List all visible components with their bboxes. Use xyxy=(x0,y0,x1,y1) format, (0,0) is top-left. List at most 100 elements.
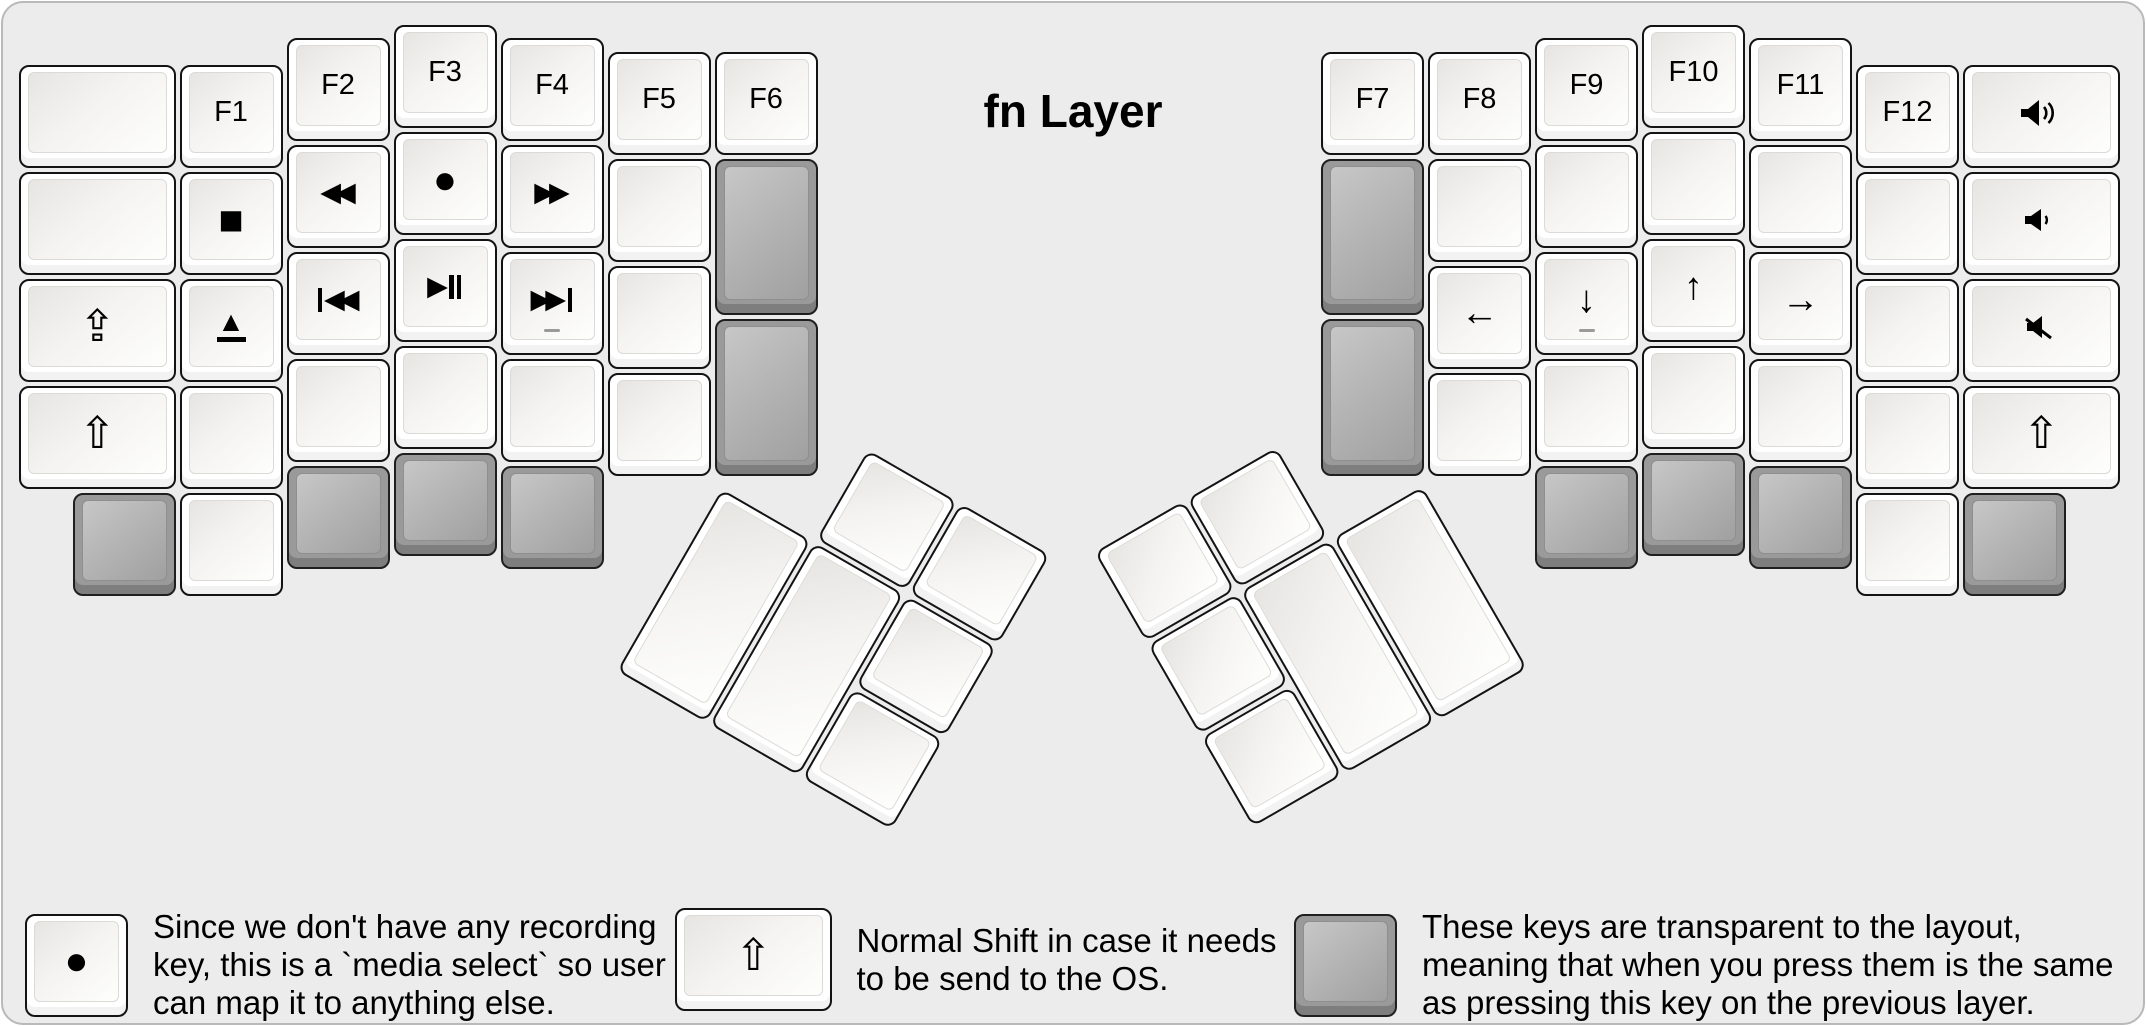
key-eject[interactable]: ▲ xyxy=(179,279,283,383)
key-f5[interactable]: F5 xyxy=(607,51,711,155)
key-shift[interactable]: ⇧ xyxy=(19,386,176,490)
legend-key-transparent xyxy=(1294,913,1397,1017)
key-blank[interactable] xyxy=(1856,172,1959,276)
keycap: ⇧ xyxy=(684,915,823,996)
key-arrow-right[interactable]: → xyxy=(1749,252,1852,356)
key-f11[interactable]: F11 xyxy=(1749,38,1852,142)
key-blank[interactable] xyxy=(607,265,711,369)
key-label: F5 xyxy=(642,82,676,115)
key-blank[interactable] xyxy=(179,493,283,597)
key-transparent[interactable] xyxy=(714,158,818,316)
keycap: ● xyxy=(34,920,119,1002)
key-arrow-up[interactable]: ↑ xyxy=(1642,239,1745,342)
keycap xyxy=(509,473,595,555)
key-blank[interactable] xyxy=(607,372,711,476)
key-blank[interactable] xyxy=(500,359,604,463)
key-f9[interactable]: F9 xyxy=(1535,38,1638,142)
keycap: F9 xyxy=(1544,45,1629,127)
key-blank[interactable] xyxy=(1856,279,1959,383)
keycap xyxy=(616,272,702,354)
key-blank[interactable] xyxy=(1535,359,1638,463)
keycap: ▶ xyxy=(402,246,488,327)
key-blank[interactable] xyxy=(179,386,283,490)
nexttrack-icon: ▶▶ xyxy=(530,286,573,313)
keycap: F6 xyxy=(723,58,809,140)
key-prev-track[interactable]: ◀◀ xyxy=(286,252,390,356)
key-blank[interactable] xyxy=(19,65,176,169)
key-f4[interactable]: F4 xyxy=(500,38,604,142)
key-fast-forward[interactable]: ▶▶ xyxy=(500,145,604,249)
key-shift[interactable]: ⇧ xyxy=(1963,386,2120,490)
key-blank[interactable] xyxy=(1642,346,1745,449)
record-icon: ● xyxy=(64,939,89,983)
keycap: ◀◀ xyxy=(295,259,381,341)
key-transparent[interactable] xyxy=(1321,319,1424,476)
key-transparent[interactable] xyxy=(714,319,818,476)
keycap xyxy=(1865,500,1950,582)
key-arrow-down[interactable]: ↓ xyxy=(1535,252,1638,356)
mute-icon xyxy=(2025,315,2053,339)
key-transparent[interactable] xyxy=(1535,466,1638,570)
key-label: F2 xyxy=(321,69,355,102)
key-transparent[interactable] xyxy=(1321,158,1424,316)
key-f12[interactable]: F12 xyxy=(1856,65,1959,169)
key-caps-shift[interactable]: ⇪ xyxy=(19,279,176,383)
keycap xyxy=(1651,353,1736,434)
key-play-pause[interactable]: ▶ xyxy=(393,239,497,342)
volumedown-icon xyxy=(2025,208,2049,231)
key-transparent[interactable] xyxy=(286,466,390,570)
key-blank[interactable] xyxy=(1642,132,1745,235)
key-volume-down[interactable] xyxy=(1963,172,2120,276)
key-transparent[interactable] xyxy=(72,493,176,597)
key-f2[interactable]: F2 xyxy=(286,38,390,142)
key-arrow-left[interactable]: ← xyxy=(1428,265,1531,369)
key-next-track[interactable]: ▶▶ xyxy=(500,252,604,356)
keycap: ↑ xyxy=(1651,246,1736,327)
key-blank[interactable] xyxy=(393,346,497,449)
key-label: F7 xyxy=(1355,82,1390,115)
keycap xyxy=(1972,286,2111,368)
key-blank[interactable] xyxy=(1856,493,1959,597)
key-blank[interactable] xyxy=(1856,386,1959,490)
key-blank[interactable] xyxy=(1428,372,1531,476)
key-label: F10 xyxy=(1668,56,1719,88)
keycap: ⇧ xyxy=(1972,393,2111,475)
key-media-select[interactable]: ● xyxy=(393,132,497,235)
key-transparent[interactable] xyxy=(500,466,604,570)
keycap xyxy=(1972,72,2111,154)
key-transparent[interactable] xyxy=(393,453,497,556)
key-volume-up[interactable] xyxy=(1963,65,2120,169)
key-label: F1 xyxy=(214,96,248,129)
rewind-icon: ◀◀ xyxy=(320,177,355,208)
key-f6[interactable]: F6 xyxy=(714,51,818,155)
key-mute[interactable] xyxy=(1963,279,2120,383)
key-f10[interactable]: F10 xyxy=(1642,25,1745,128)
legend-item-normal-shift: ⇧Normal Shift in case it needs to be sen… xyxy=(675,908,1277,1011)
key-f8[interactable]: F8 xyxy=(1428,51,1531,155)
legend-item-media-select: ●Since we don't have any recording key, … xyxy=(25,908,666,1022)
keycap: ↓ xyxy=(1544,259,1629,341)
keycap: → xyxy=(1758,259,1843,341)
key-blank[interactable] xyxy=(19,172,176,276)
keycap xyxy=(1758,473,1843,555)
key-transparent[interactable] xyxy=(1749,466,1852,570)
key-stop[interactable]: ■ xyxy=(179,172,283,276)
keycap: F11 xyxy=(1758,45,1843,127)
keycap: F3 xyxy=(402,32,488,113)
key-transparent[interactable] xyxy=(1963,493,2066,597)
key-transparent[interactable] xyxy=(1642,453,1745,556)
key-rewind[interactable]: ◀◀ xyxy=(286,145,390,249)
keycap xyxy=(1972,500,2057,582)
keycap xyxy=(295,366,381,448)
key-blank[interactable] xyxy=(1428,158,1531,262)
key-blank[interactable] xyxy=(1749,359,1852,463)
key-f3[interactable]: F3 xyxy=(393,25,497,128)
key-f1[interactable]: F1 xyxy=(179,65,283,169)
key-blank[interactable] xyxy=(286,359,390,463)
playpause-icon: ▶ xyxy=(427,273,463,300)
key-blank[interactable] xyxy=(607,158,711,262)
key-f7[interactable]: F7 xyxy=(1321,51,1424,155)
key-blank[interactable] xyxy=(1749,145,1852,249)
key-blank[interactable] xyxy=(1535,145,1638,249)
keycap xyxy=(1758,366,1843,448)
